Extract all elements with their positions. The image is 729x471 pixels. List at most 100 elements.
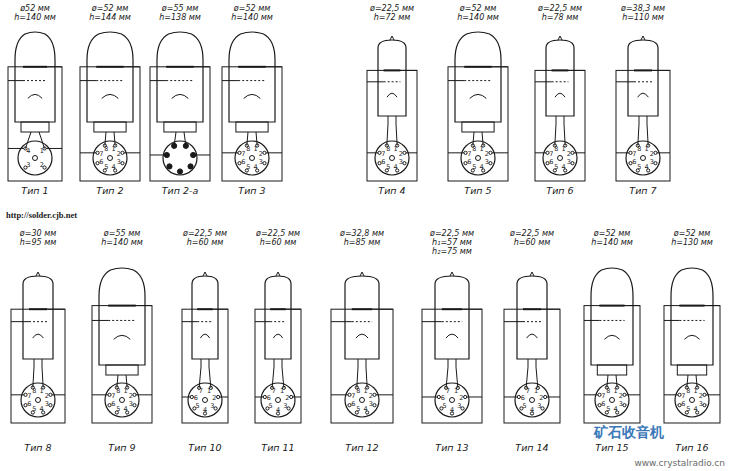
pin-number: 7 bbox=[272, 388, 276, 395]
grid bbox=[166, 80, 194, 81]
type-label: Тип 15 bbox=[594, 443, 629, 453]
socket-outline bbox=[435, 383, 469, 417]
socket-pin bbox=[378, 151, 381, 154]
wiring-frame bbox=[535, 70, 585, 181]
pin-wire bbox=[626, 394, 640, 395]
dimension-label: h=140 мм bbox=[101, 239, 143, 247]
grid-wire bbox=[255, 321, 270, 322]
pin-wire bbox=[547, 396, 560, 397]
dimension-label: ø=52 мм bbox=[92, 5, 128, 13]
pin-number: 7 bbox=[199, 388, 203, 395]
tube-base bbox=[462, 122, 494, 132]
tube-lead bbox=[282, 359, 283, 367]
tube-bulb bbox=[628, 40, 658, 116]
cathode bbox=[33, 334, 44, 338]
wiring-frame bbox=[80, 67, 140, 181]
grid-wire bbox=[584, 320, 599, 321]
grid bbox=[599, 320, 624, 321]
dimension-label: h=140 мм bbox=[14, 14, 56, 22]
grid bbox=[23, 80, 47, 81]
pin-number: 6 bbox=[441, 395, 445, 402]
heater-wire bbox=[607, 375, 608, 388]
socket-pin bbox=[544, 395, 547, 398]
pin-wire bbox=[266, 152, 282, 153]
grid bbox=[238, 80, 266, 81]
pin-number: 2 bbox=[212, 395, 216, 402]
pin-number: 3 bbox=[699, 400, 703, 407]
socket-outline bbox=[261, 383, 295, 417]
socket-pin bbox=[238, 162, 241, 165]
socket-pin bbox=[373, 393, 376, 396]
socket-pin bbox=[108, 393, 111, 396]
pin-number: 2 bbox=[369, 393, 373, 400]
anode-wire bbox=[462, 309, 482, 310]
heater-wire bbox=[456, 367, 458, 388]
type-label: Тип 16 bbox=[674, 443, 709, 453]
pin-number: 1 bbox=[694, 388, 698, 395]
socket-pin bbox=[598, 404, 601, 407]
pin-wire bbox=[92, 394, 108, 395]
socket-outline bbox=[595, 383, 629, 417]
socket-pin bbox=[263, 162, 266, 165]
pin-number: 4 bbox=[530, 406, 534, 413]
cathode bbox=[102, 94, 119, 98]
tube-base bbox=[164, 122, 196, 132]
socket-pin bbox=[263, 395, 266, 398]
pin-number: 8 bbox=[606, 388, 610, 395]
tube-lead bbox=[42, 359, 43, 367]
socket-pin bbox=[188, 164, 193, 169]
dimension-label: h=140 мм bbox=[231, 14, 273, 22]
anode-wire bbox=[492, 66, 508, 67]
socket-pin bbox=[654, 162, 657, 165]
socket-outline bbox=[188, 383, 222, 417]
pin-number: 4 bbox=[203, 406, 207, 413]
tube-bulb bbox=[517, 276, 547, 359]
socket-outline bbox=[626, 141, 660, 175]
pin-number: 1 bbox=[534, 388, 538, 395]
socket-outline bbox=[543, 141, 577, 175]
heater-wire bbox=[105, 132, 106, 146]
pin-number: 8 bbox=[104, 146, 108, 153]
pin-wire bbox=[664, 394, 678, 395]
socket-pin bbox=[133, 404, 136, 407]
socket-pin bbox=[24, 404, 27, 407]
pin-number: 2 bbox=[567, 151, 571, 158]
type-label: Тип 7 bbox=[628, 186, 657, 196]
socket-pin bbox=[546, 162, 549, 165]
tube-lead bbox=[201, 359, 202, 367]
socket-pin bbox=[190, 395, 193, 398]
pin-number: 5 bbox=[637, 164, 641, 171]
pin-number: 1 bbox=[645, 146, 649, 153]
tube-bulb bbox=[157, 32, 203, 122]
tube-base bbox=[677, 365, 706, 375]
grid bbox=[634, 81, 652, 82]
pin-number: 6 bbox=[521, 395, 525, 402]
grid-wire bbox=[367, 81, 384, 82]
socket-pin bbox=[571, 151, 574, 154]
grid bbox=[442, 321, 462, 322]
pin-wire bbox=[195, 154, 210, 155]
wiring-frame bbox=[664, 306, 720, 423]
pin-number: 6 bbox=[241, 158, 245, 165]
tube-lead bbox=[528, 359, 529, 367]
pin-number: 2 bbox=[45, 393, 49, 400]
heater-wire bbox=[396, 124, 397, 146]
dimension-label: ø=32,8 мм bbox=[340, 230, 384, 238]
socket-outline bbox=[93, 141, 127, 175]
pin-number: 7 bbox=[549, 151, 553, 158]
dimension-label: h=85 мм bbox=[344, 239, 381, 247]
pin-wire bbox=[574, 152, 585, 153]
heater-wire bbox=[446, 367, 448, 388]
socket-pin bbox=[678, 393, 681, 396]
dimension-label: ø=22,5 мм bbox=[430, 230, 474, 238]
socket-pin bbox=[489, 162, 492, 165]
pin-number: 8 bbox=[472, 146, 476, 153]
socket-outline bbox=[18, 141, 52, 175]
grid bbox=[197, 321, 213, 322]
socket-pin bbox=[623, 393, 626, 396]
type-label: Тип 2-а bbox=[161, 186, 200, 196]
pin-number: 5 bbox=[442, 403, 446, 410]
anode-wire bbox=[568, 70, 585, 71]
socket-pin bbox=[24, 393, 27, 396]
cathode bbox=[470, 94, 487, 98]
